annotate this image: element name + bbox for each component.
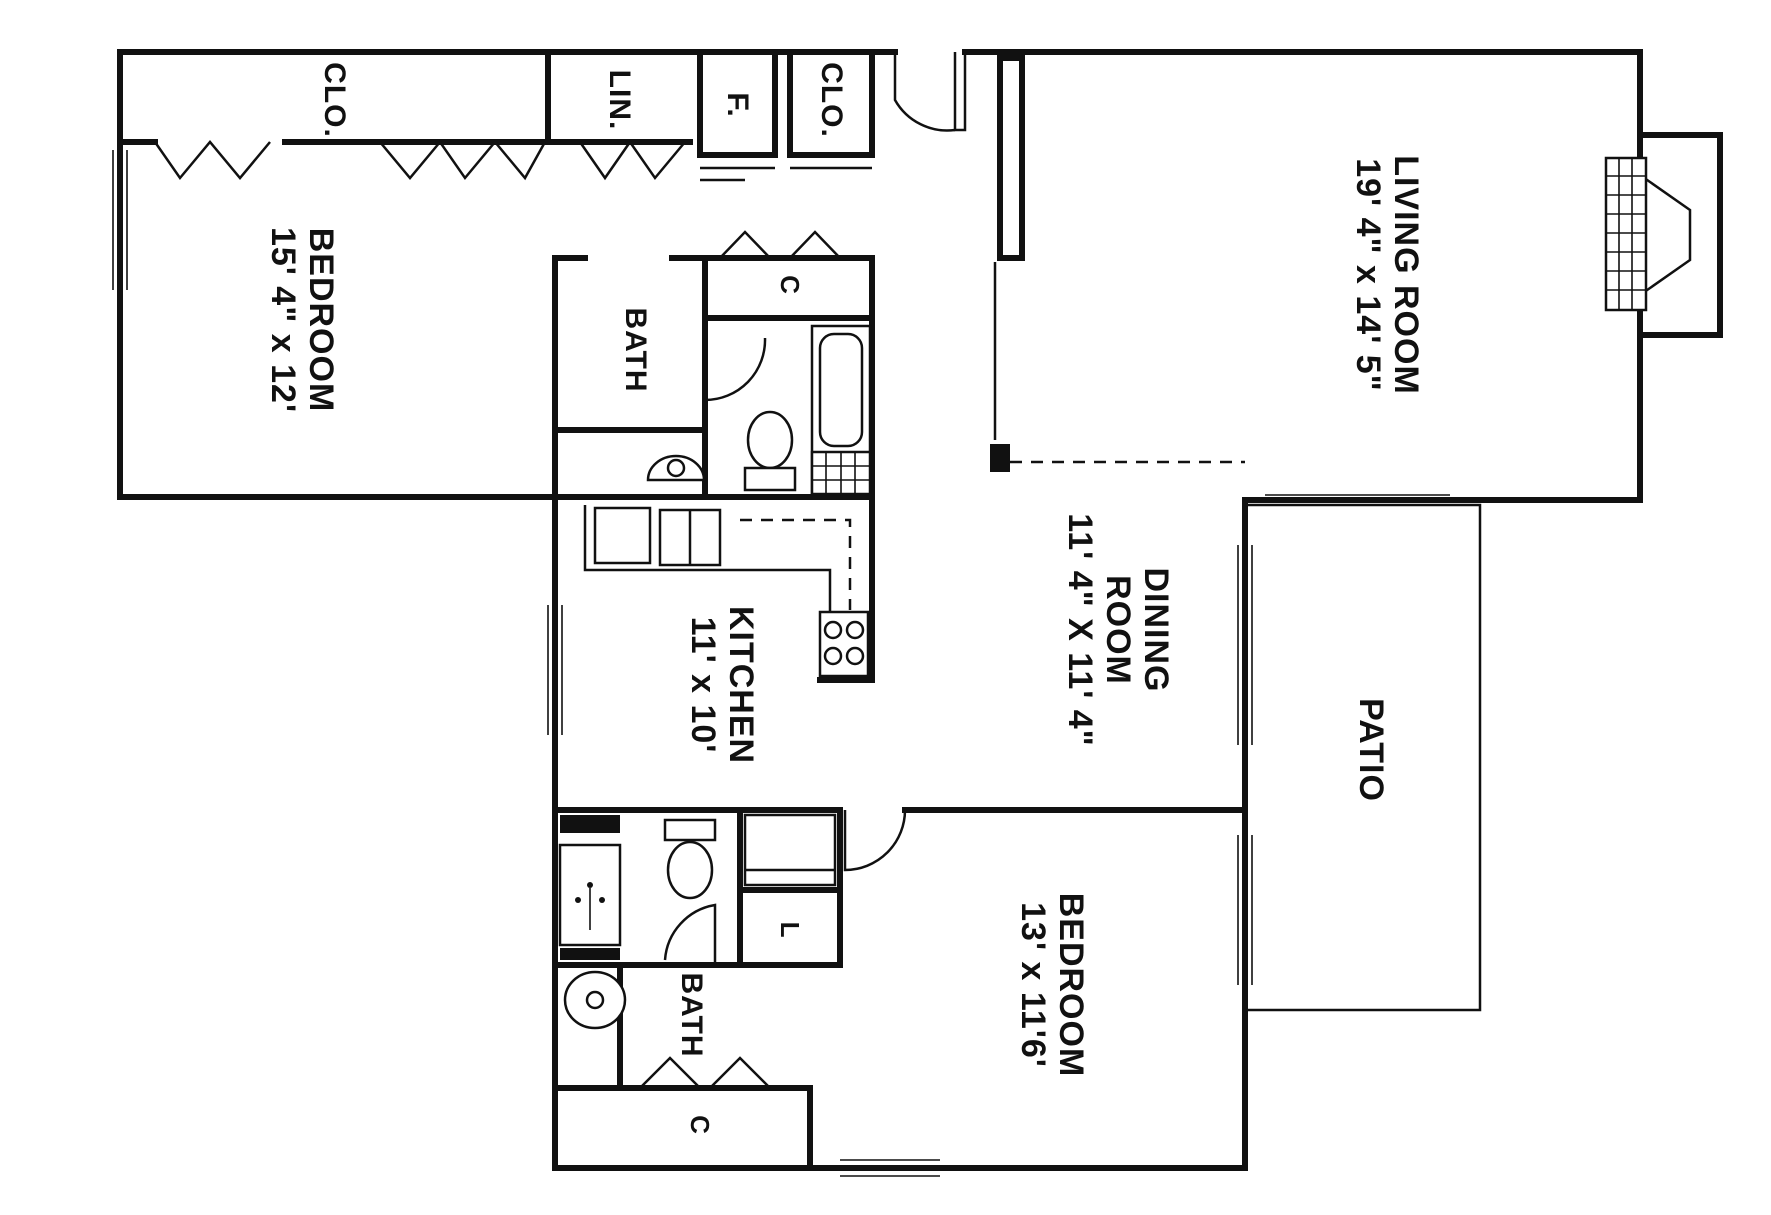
linen-closet: LIN. [603,70,636,131]
living-room-name: LIVING ROOM [1387,155,1425,395]
furnace: F. [721,92,754,117]
bedroom-top-name: BEDROOM [302,228,340,413]
closet-bath-top-label: C [775,275,805,295]
clo-top-left-label: CLO. [318,62,351,138]
bottom-bath [552,545,1253,1177]
kitchen-label: KITCHEN 11' x 10' [684,606,760,764]
dining-room-name-line2: ROOM [1099,575,1137,685]
closet-bath-top: C [775,275,805,295]
bedroom-top-size: 15' 4" x 12' [264,227,302,413]
dining-room-label: DINING ROOM 11' 4" X 11' 4" [1061,513,1175,747]
tub-tile [810,450,872,496]
laundry: L [775,922,805,939]
room-labels: BEDROOM 15' 4" x 12' LIVING ROOM 19' 4" … [264,62,1425,1135]
bath-bottom-label: BATH [675,972,708,1057]
fireplace [1604,132,1723,338]
dining-room-name-line1: DINING [1137,568,1175,693]
top-bath [552,230,875,500]
top-closet-row [112,49,693,290]
clo-top-right-label: CLO. [815,62,848,138]
hearth-tile [1604,156,1648,312]
exterior-walls [117,49,1643,1171]
clo-top-right: CLO. [815,62,848,138]
kitchen [547,494,875,735]
bedroom-bottom-name: BEDROOM [1052,893,1090,1078]
laundry-label: L [775,922,805,939]
living-room-label: LIVING ROOM 19' 4" x 14' 5" [1349,155,1425,395]
living-room-walls [990,55,1450,506]
furnace-label: F. [721,92,754,117]
kitchen-size: 11' x 10' [684,617,722,754]
bedroom-top-label: BEDROOM 15' 4" x 12' [264,227,340,413]
bedroom-bottom-label: BEDROOM 13' x 11'6' [1014,893,1090,1078]
furnace-closet [697,49,875,182]
living-room-size: 19' 4" x 14' 5" [1349,158,1387,392]
bedroom-bottom-size: 13' x 11'6' [1014,902,1052,1068]
bath-bottom-name: BATH [675,972,708,1057]
closet-bath-bottom-label: C [685,1115,715,1135]
clo-top-left: CLO. [318,62,351,138]
closet-bath-bottom: C [685,1115,715,1135]
patio-label: PATIO [1352,698,1390,802]
patio-name: PATIO [1352,698,1390,802]
bath-top-label: BATH [619,307,652,392]
bath-top-name: BATH [619,307,652,392]
entry-door [893,52,967,132]
kitchen-name: KITCHEN [722,606,760,764]
linen-label: LIN. [603,70,636,131]
dining-room-size: 11' 4" X 11' 4" [1061,513,1099,747]
